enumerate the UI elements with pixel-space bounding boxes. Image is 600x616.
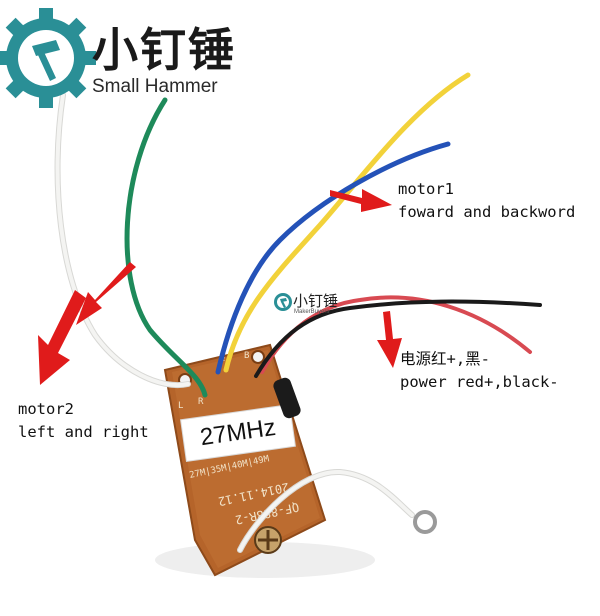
wire-white-left	[55, 93, 190, 387]
gear-hammer-logo-icon	[0, 8, 96, 108]
logo-english-text: Small Hammer	[92, 76, 218, 97]
wire-yellow	[223, 72, 471, 373]
arrow-motor2-lower	[76, 262, 136, 325]
capacitor	[273, 377, 301, 419]
frequency-sticker	[180, 403, 296, 463]
brand-logo: 小钉锤 Small Hammer	[0, 0, 240, 110]
arrow-motor1	[330, 189, 392, 212]
watermark-chinese-text: 小钉锤	[293, 292, 339, 310]
pin-label: B	[244, 351, 249, 361]
arrow-motor2-upper	[38, 290, 86, 385]
pin-label: L	[178, 401, 183, 411]
power-title-en: power red+,black-	[400, 373, 559, 391]
wires	[54, 72, 542, 553]
watermark-logo: 小钉锤 MakerBuyers	[272, 290, 382, 320]
pin-label: R	[198, 397, 204, 407]
ring-terminal	[413, 510, 437, 534]
wire-blue	[215, 141, 451, 375]
wire-green	[124, 97, 208, 398]
mount-hole	[251, 350, 265, 364]
arrows	[38, 189, 402, 385]
motor1-desc: foward and backword	[398, 203, 576, 221]
power-label: 电源红+,黑- power red+,black-	[400, 348, 559, 394]
wire-white-bottom	[238, 469, 414, 552]
motor1-label: motor1 foward and backword	[398, 178, 575, 224]
wire-white-left-outline	[54, 92, 191, 388]
mini-gear-icon	[274, 293, 292, 311]
logo-chinese-text: 小钉锤	[92, 23, 236, 77]
motor2-title: motor2	[18, 400, 74, 418]
watermark-english-text: MakerBuyers	[294, 309, 330, 315]
arrow-power	[377, 311, 402, 368]
motor1-title: motor1	[398, 180, 454, 198]
power-title-cn: 电源红+,黑-	[400, 350, 490, 368]
motor2-label: motor2 left and right	[18, 398, 149, 444]
receiver-board: L R F B 27M|35M|40M|49M 2014.11.12 QF-88…	[163, 343, 327, 577]
motor2-desc: left and right	[18, 423, 149, 441]
wire-black	[254, 299, 542, 378]
